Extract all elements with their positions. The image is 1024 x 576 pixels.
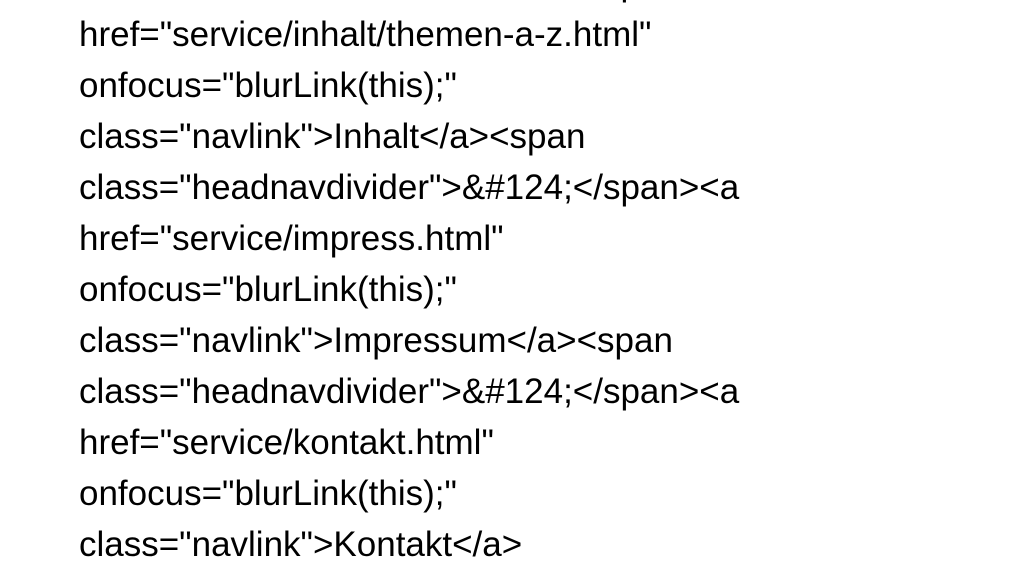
code-line: class="navlink">Impressum</a><span [79,321,673,360]
code-line: href="service/kontakt.html" [79,423,494,462]
code-line: onfocus="blurLink(this);" [79,474,457,513]
code-line: class="navlink">Kontakt</a> [79,525,523,564]
code-line: onfocus="blurLink(this);" [79,66,457,105]
code-line: onfocus="blurLink(this);" [79,270,457,309]
code-line: class="navlink">Inhalt</a><span [79,117,586,156]
code-snippet: class="headnavdivider">&#124;</span><a h… [79,0,739,570]
code-line: class="headnavdivider">&#124;</span><a [79,0,739,9]
code-line: href="service/impress.html" [79,219,504,258]
code-line: href="service/inhalt/themen-a-z.html" [79,15,652,54]
code-line: class="headnavdivider">&#124;</span><a [79,372,740,411]
code-line: class="headnavdivider">&#124;</span><a [79,168,740,207]
